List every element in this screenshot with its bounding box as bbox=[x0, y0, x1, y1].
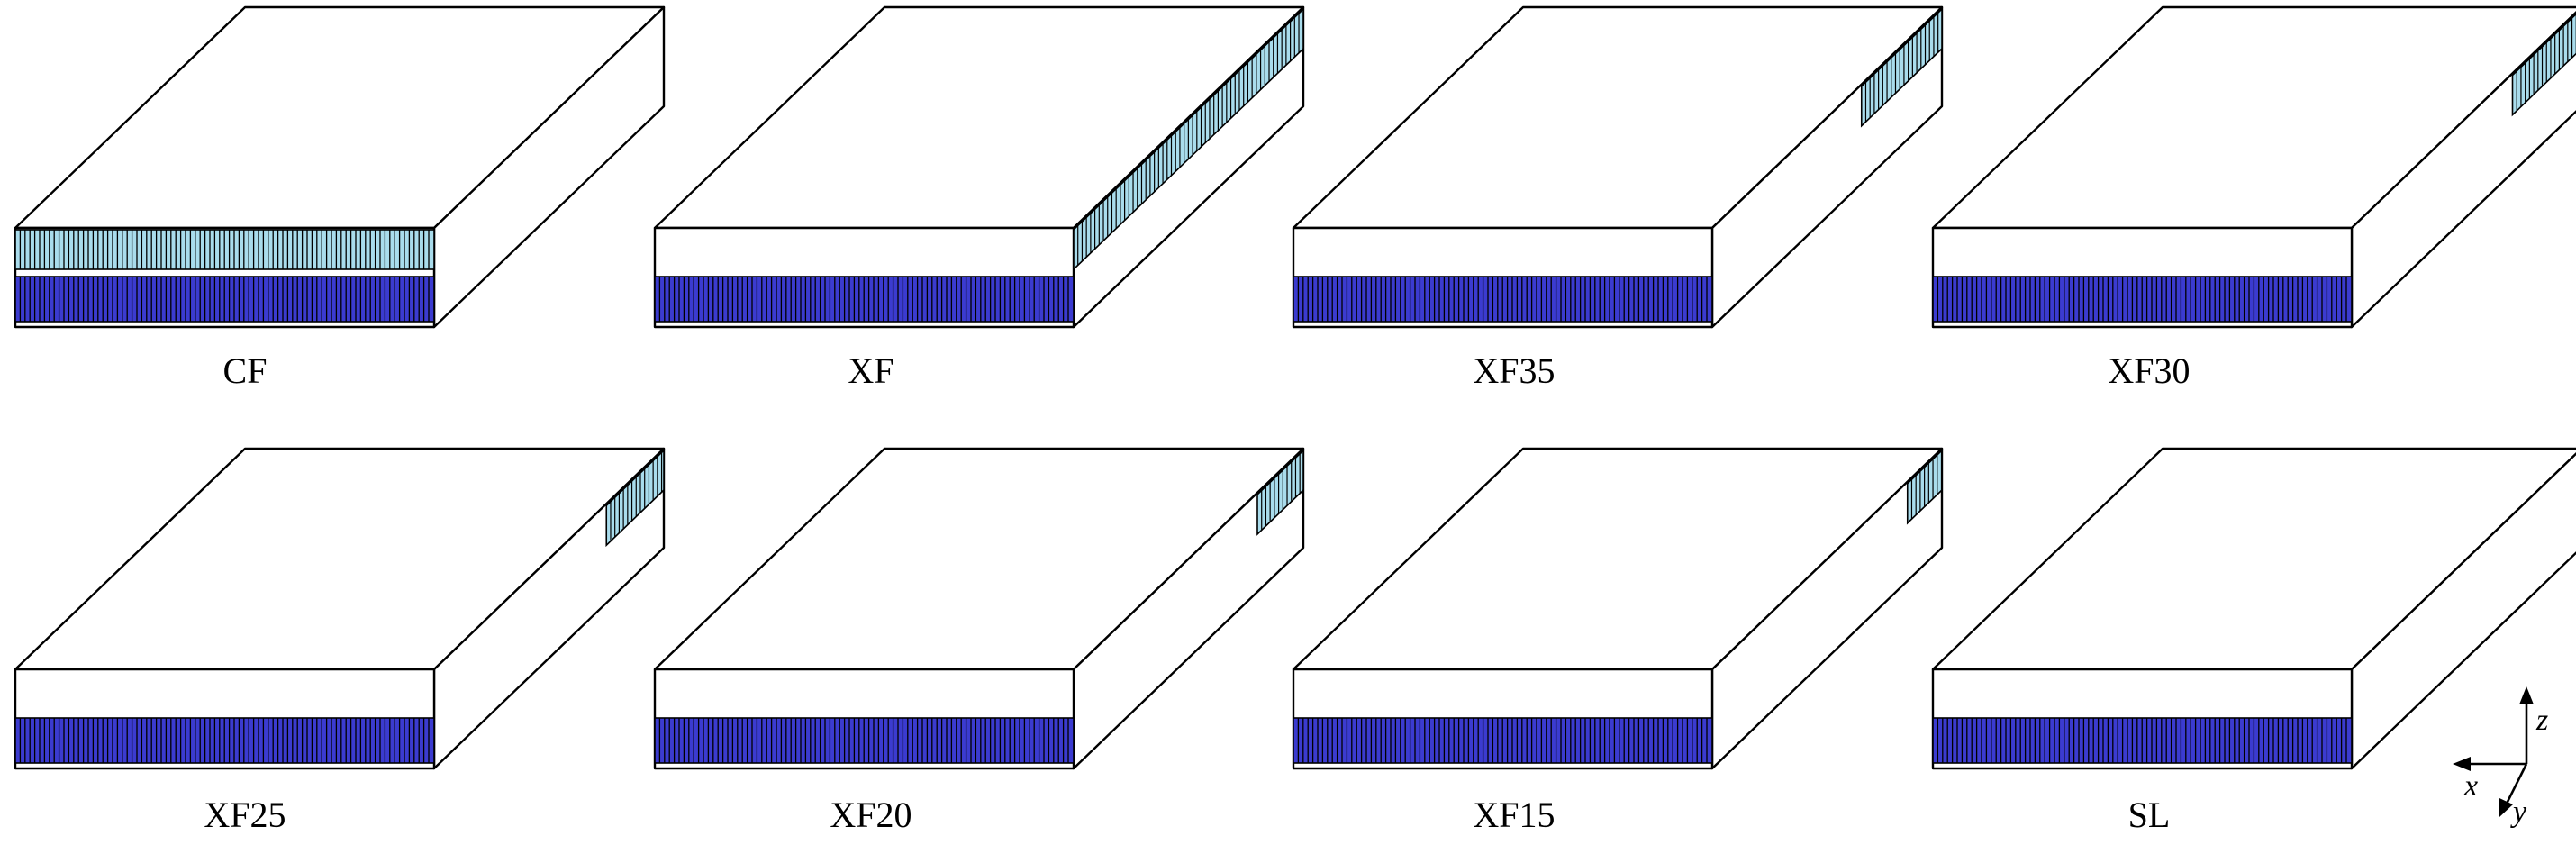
side-cross-fiber-lines bbox=[1261, 453, 1301, 531]
panel-label: XF15 bbox=[1473, 795, 1555, 835]
front-inplane-fiber-band-fiber-lines bbox=[19, 718, 430, 763]
laminate-panel-sl: SL bbox=[1931, 447, 2576, 835]
laminate-panel-xf15: XF15 bbox=[1292, 447, 1944, 835]
x-axis-label: x bbox=[2463, 769, 2478, 803]
side-cross-fiber-lines bbox=[1910, 450, 1943, 520]
front-inplane-fiber-band-fiber-lines bbox=[1937, 718, 2347, 763]
panel-label: XF30 bbox=[2108, 350, 2190, 391]
side-cross-fiber-lines bbox=[1864, 13, 1939, 123]
front-inplane-fiber-band-fiber-lines bbox=[19, 277, 430, 322]
panel-label: XF35 bbox=[1473, 350, 1555, 391]
laminate-panel-cf: CF bbox=[14, 5, 666, 391]
side-cross-fiber-lines bbox=[610, 452, 663, 541]
front-inplane-fiber-band-fiber-lines bbox=[1297, 277, 1708, 322]
z-arrowhead bbox=[2519, 686, 2534, 704]
side-cross-fiber-lines bbox=[1077, 13, 1300, 266]
laminate-panel-xf30: XF30 bbox=[1931, 5, 2576, 391]
axis-triad: z x y bbox=[2453, 686, 2548, 829]
panel-label: SL bbox=[2128, 795, 2171, 835]
side-cross-fiber-strip bbox=[1860, 7, 1943, 128]
front-inplane-fiber-band-fiber-lines bbox=[658, 277, 1069, 322]
front-inplane-fiber-band-fiber-lines bbox=[658, 718, 1069, 763]
side-cross-fiber-strip bbox=[605, 449, 665, 548]
front-inplane-fiber-band-fiber-lines bbox=[1297, 718, 1708, 763]
x-arrowhead bbox=[2453, 757, 2471, 771]
laminate-panel-xf20: XF20 bbox=[653, 447, 1305, 835]
z-axis-label: z bbox=[2535, 704, 2548, 737]
y-arrowhead bbox=[2499, 798, 2513, 817]
laminate-panel-xf35: XF35 bbox=[1292, 5, 1944, 391]
panel-label: XF25 bbox=[204, 795, 286, 835]
side-cross-fiber-lines bbox=[2516, 14, 2576, 111]
y-axis-label: y bbox=[2510, 795, 2527, 829]
laminate-panel-xf: XF bbox=[653, 5, 1305, 391]
laminate-panel-xf25: XF25 bbox=[14, 447, 666, 835]
y-axis-arrow bbox=[2502, 763, 2528, 810]
front-cross-fiber-band-fiber-lines bbox=[19, 230, 430, 269]
panel-label: XF20 bbox=[830, 795, 912, 835]
panel-label: XF bbox=[848, 350, 893, 391]
side-cross-fiber-strip bbox=[2511, 13, 2576, 117]
panel-label: CF bbox=[223, 350, 268, 391]
front-inplane-fiber-band-fiber-lines bbox=[1937, 277, 2347, 322]
